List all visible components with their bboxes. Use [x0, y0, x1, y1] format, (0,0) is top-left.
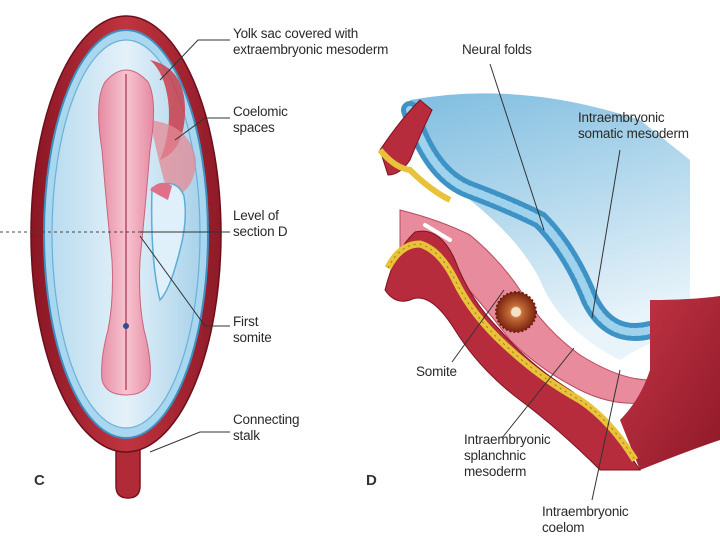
- label-somatic-line1: Intraembryonic: [578, 110, 689, 126]
- label-coelomic-line2: spaces: [233, 120, 288, 136]
- label-yolk-sac-line1: Yolk sac covered with: [233, 26, 388, 42]
- label-intraembryonic-coelom: Intraembryonic coelom: [542, 504, 629, 536]
- label-coelom-line1: Intraembryonic: [542, 504, 629, 520]
- label-neural-folds: Neural folds: [462, 42, 532, 58]
- panel-letter-d: D: [366, 472, 377, 489]
- label-somite: Somite: [416, 364, 457, 380]
- panel-letter-c: C: [34, 472, 45, 489]
- label-coelomic-line1: Coelomic: [233, 104, 288, 120]
- label-first-somite: First somite: [233, 314, 272, 346]
- label-level-of-section: Level of section D: [233, 208, 287, 240]
- label-splanchnic-line1: Intraembryonic: [464, 432, 551, 448]
- panel-d-section: [380, 93, 720, 470]
- label-somite-line1: Somite: [416, 364, 457, 380]
- label-first-somite-line1: First: [233, 314, 272, 330]
- label-splanchnic-line3: mesoderm: [464, 464, 551, 480]
- label-splanchnic-mesoderm: Intraembryonic splanchnic mesoderm: [464, 432, 551, 480]
- label-coelomic-spaces: Coelomic spaces: [233, 104, 288, 136]
- label-yolk-sac-line2: extraembryonic mesoderm: [233, 42, 388, 58]
- label-neural-folds-line1: Neural folds: [462, 42, 532, 58]
- panel-c-embryo: [0, 16, 230, 498]
- label-connecting-stalk-line1: Connecting: [233, 412, 299, 428]
- label-somatic-line2: somatic mesoderm: [578, 126, 689, 142]
- label-connecting-stalk-line2: stalk: [233, 428, 299, 444]
- label-first-somite-line2: somite: [233, 330, 272, 346]
- label-somatic-mesoderm: Intraembryonic somatic mesoderm: [578, 110, 689, 142]
- label-connecting-stalk: Connecting stalk: [233, 412, 299, 444]
- label-level-line2: section D: [233, 224, 287, 240]
- label-yolk-sac: Yolk sac covered with extraembryonic mes…: [233, 26, 388, 58]
- label-splanchnic-line2: splanchnic: [464, 448, 551, 464]
- label-level-line1: Level of: [233, 208, 287, 224]
- label-coelom-line2: coelom: [542, 520, 629, 536]
